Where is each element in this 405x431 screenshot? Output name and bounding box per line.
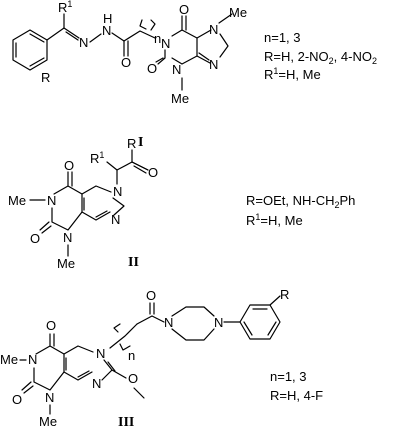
compound-III-amide-oxygen: O [146, 288, 156, 303]
compound-I-amide-oxygen: O [121, 55, 131, 70]
compound-III-conditions: n=1, 3 R=H, 4-F [270, 369, 323, 403]
compound-II-ring-nitrogen-1: N [47, 193, 56, 208]
compound-I-condition-n: n=1, 3 [264, 30, 301, 45]
compound-III: O N N R n N N O O N [0, 287, 323, 430]
compound-II-r-substituent: R [127, 136, 136, 151]
compound-III-phenyl-ring [239, 304, 281, 340]
compound-I-r1-substituent: R1 [58, 0, 72, 15]
compound-II-r1-substituent: R1 [90, 150, 104, 166]
compound-I-bottom-methyl: Me [171, 91, 189, 106]
compound-I-conditions: n=1, 3 R=H, 2-NO2, 4-NO2 R1=H, Me [264, 30, 377, 82]
compound-I-n-index: n [154, 31, 161, 46]
compound-II-carbonyl-oxygen: O [148, 165, 158, 180]
compound-II-conditions: R=OEt, NH-CH2Ph R1=H, Me [246, 193, 355, 228]
compound-II-bottom-methyl: Me [57, 256, 75, 271]
compound-I-condition-r: R=H, 2-NO2, 4-NO2 [264, 49, 377, 66]
compound-III-piperazine-ring [171, 306, 215, 341]
compound-I-nh-hydrogen: H [103, 11, 112, 26]
compound-I-r-substituent: R [41, 70, 50, 85]
compound-II-ring-nitrogen-3: N [63, 230, 72, 245]
compound-I-condition-r1: R1=H, Me [264, 66, 321, 82]
compound-III-condition-n: n=1, 3 [270, 369, 307, 384]
compound-III-piperazine-nitrogen-2: N [214, 315, 223, 330]
compound-II-ring-nitrogen-9: N [111, 212, 120, 227]
compound-II-condition-r1: R1=H, Me [246, 212, 303, 228]
compound-II-condition-r: R=OEt, NH-CH2Ph [246, 193, 355, 210]
compound-III-label: III [118, 415, 134, 430]
compound-I: R R1 N N H O n N O O N Me N [12, 0, 377, 150]
compound-III-condition-r: R=H, 4-F [270, 388, 323, 403]
compound-III-ring-nitrogen-3: N [45, 390, 54, 405]
compound-III-ring-nitrogen-9: N [92, 376, 101, 391]
compound-III-r-substituent: R [280, 287, 289, 302]
compound-III-n-index: n [128, 348, 135, 363]
compound-I-bottom-oxygen: O [147, 61, 157, 76]
compound-II: R1 R O N N O N Me O N Me II R=OEt, NH-CH… [8, 136, 355, 271]
compound-II-label: II [128, 255, 139, 270]
compound-I-top-oxygen: O [179, 2, 189, 17]
compound-II-left-methyl: Me [8, 193, 26, 208]
compound-II-bottom-oxygen: O [30, 231, 40, 246]
compound-I-benzene-ring [12, 29, 48, 71]
compound-I-ring-nitrogen-9: N [209, 57, 218, 72]
compound-II-ring-nitrogen-7: N [113, 184, 122, 199]
compound-III-piperazine-nitrogen-1: N [164, 315, 173, 330]
compound-I-ring-nitrogen-3: N [172, 62, 181, 77]
compound-I-ring-nitrogen-7: N [209, 22, 218, 37]
compound-I-top-methyl: Me [229, 5, 247, 20]
compound-III-bottom-methyl: Me [39, 414, 57, 429]
compound-I-ring-nitrogen-1: N [161, 36, 170, 51]
compound-III-top-oxygen: O [46, 318, 56, 333]
compound-III-ring-nitrogen-1: N [28, 352, 37, 367]
compound-I-xanthine-core: N O O N Me N Me N [147, 2, 247, 106]
compound-I-imine-nitrogen: N [79, 35, 88, 50]
compound-II-xanthine-core: N N O N Me O N Me [8, 158, 125, 271]
compound-III-methoxy-oxygen: O [128, 371, 138, 386]
compound-III-xanthine-core: N N O O N Me O N Me [0, 318, 145, 429]
compound-I-label: I [138, 135, 143, 150]
compound-III-bottom-oxygen: O [12, 392, 22, 407]
compound-III-left-methyl: Me [0, 352, 18, 367]
compound-III-ring-nitrogen-7: N [96, 346, 105, 361]
compound-II-top-oxygen: O [64, 158, 74, 173]
compound-I-hydrazide-nitrogen: N [102, 23, 111, 38]
